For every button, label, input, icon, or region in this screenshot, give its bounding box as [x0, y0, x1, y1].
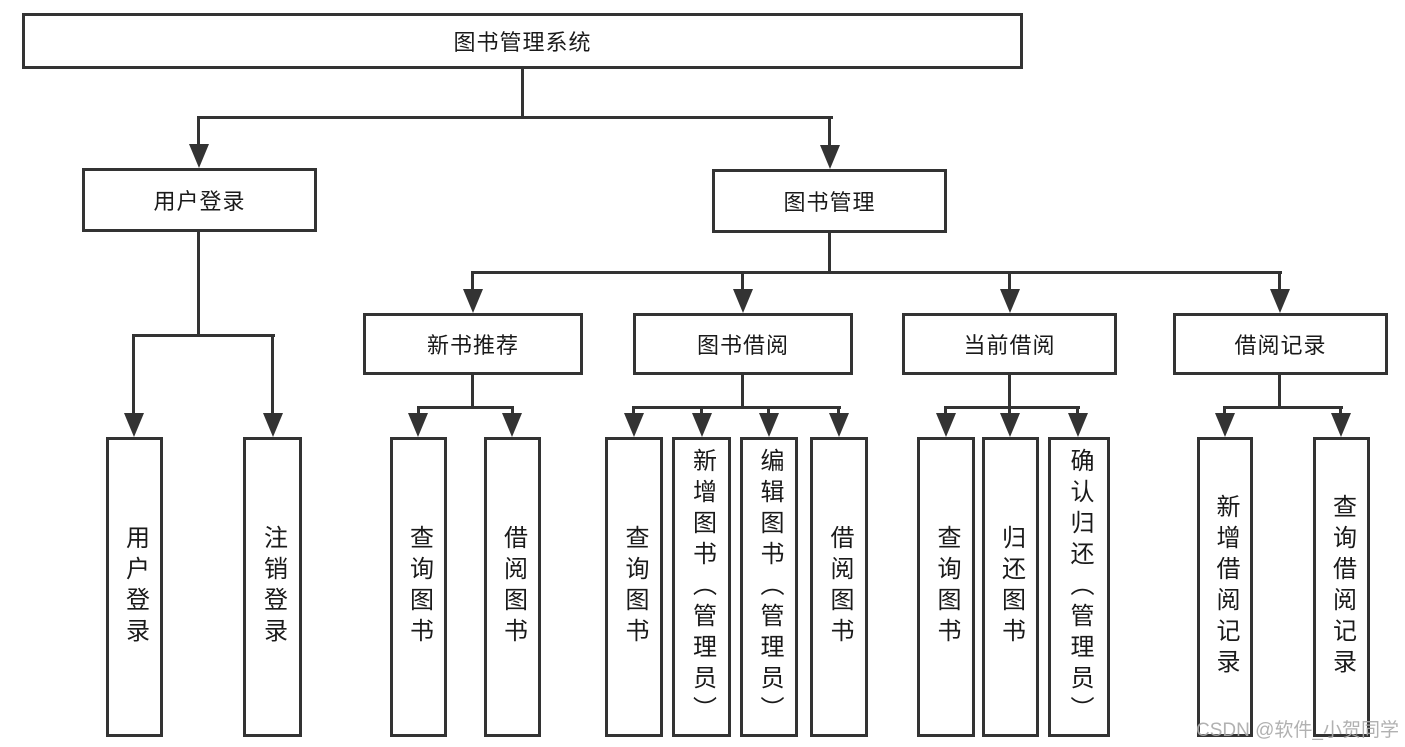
- leaf-user-login: 用户登录: [106, 437, 163, 737]
- leaf-label: 查询图书: [933, 525, 960, 649]
- node-label: 图书借阅: [696, 333, 789, 358]
- arrow-down-icon: [733, 289, 753, 313]
- connector-line: [197, 116, 833, 119]
- arrow-down-icon: [263, 413, 283, 437]
- connector-line: [417, 406, 420, 416]
- connector-line: [132, 334, 135, 415]
- arrow-down-icon: [820, 145, 840, 169]
- leaf-label: 新增图书（管理员）: [688, 447, 716, 727]
- leaf-label: 查询图书: [621, 525, 648, 649]
- node-label: 当前借阅: [963, 333, 1056, 358]
- csdn-watermark: CSDN @软件_小贺同学: [1196, 720, 1399, 741]
- connector-line: [767, 406, 770, 416]
- arrow-down-icon: [692, 413, 712, 437]
- leaf-query-books-current: 查询图书: [917, 437, 975, 737]
- arrow-down-icon: [189, 144, 209, 168]
- node-label: 新书推荐: [426, 333, 519, 358]
- arrow-down-icon: [1270, 289, 1290, 313]
- leaf-confirm-return-admin: 确认归还（管理员）: [1048, 437, 1110, 737]
- leaf-query-borrow-record: 查询借阅记录: [1313, 437, 1370, 737]
- connector-line: [632, 406, 841, 409]
- arrow-down-icon: [1000, 289, 1020, 313]
- arrow-down-icon: [1000, 413, 1020, 437]
- node-user-login: 用户登录: [82, 168, 317, 232]
- connector-line: [417, 406, 514, 409]
- node-library-management-system: 图书管理系统: [22, 13, 1023, 69]
- arrow-down-icon: [124, 413, 144, 437]
- arrow-down-icon: [1215, 413, 1235, 437]
- connector-line: [944, 406, 947, 416]
- connector-line: [700, 406, 703, 416]
- connector-line: [828, 233, 831, 274]
- leaf-add-borrow-record: 新增借阅记录: [1197, 437, 1253, 737]
- leaf-label: 用户登录: [121, 525, 149, 649]
- connector-line: [1278, 375, 1281, 409]
- connector-line: [1223, 406, 1226, 416]
- arrow-down-icon: [1068, 413, 1088, 437]
- connector-line: [471, 375, 474, 409]
- node-borrowing-records: 借阅记录: [1173, 313, 1388, 375]
- connector-line: [632, 406, 635, 416]
- leaf-query-books-recommend: 查询图书: [390, 437, 447, 737]
- leaf-query-books-borrowing: 查询图书: [605, 437, 663, 737]
- leaf-label: 借阅图书: [499, 525, 527, 649]
- connector-line: [1223, 406, 1343, 409]
- arrow-down-icon: [829, 413, 849, 437]
- connector-line: [1278, 271, 1281, 291]
- node-book-borrowing: 图书借阅: [633, 313, 853, 375]
- connector-line: [1339, 406, 1342, 416]
- arrow-down-icon: [936, 413, 956, 437]
- connector-line: [132, 334, 275, 337]
- connector-line: [471, 271, 474, 291]
- node-label: 图书管理: [783, 190, 876, 215]
- arrow-down-icon: [1331, 413, 1351, 437]
- leaf-label: 查询图书: [405, 525, 433, 649]
- leaf-label: 借阅图书: [826, 525, 853, 649]
- connector-line: [1008, 406, 1011, 416]
- leaf-logout: 注销登录: [243, 437, 302, 737]
- connector-line: [271, 334, 274, 415]
- connector-line: [197, 232, 200, 337]
- connector-line: [1008, 375, 1011, 409]
- leaf-return-books: 归还图书: [982, 437, 1039, 737]
- connector-line: [1008, 271, 1011, 291]
- leaf-label: 新增借阅记录: [1212, 494, 1239, 680]
- leaf-add-books-admin: 新增图书（管理员）: [672, 437, 731, 737]
- arrow-down-icon: [759, 413, 779, 437]
- leaf-borrow-books: 借阅图书: [810, 437, 868, 737]
- node-new-book-recommend: 新书推荐: [363, 313, 583, 375]
- leaf-label: 归还图书: [997, 525, 1025, 649]
- arrow-down-icon: [502, 413, 522, 437]
- connector-line: [471, 271, 1282, 274]
- arrow-down-icon: [624, 413, 644, 437]
- leaf-edit-books-admin: 编辑图书（管理员）: [740, 437, 798, 737]
- leaf-label: 编辑图书（管理员）: [756, 447, 783, 727]
- connector-line: [511, 406, 514, 416]
- connector-line: [828, 116, 831, 146]
- arrow-down-icon: [463, 289, 483, 313]
- connector-line: [741, 375, 744, 409]
- node-current-borrowing: 当前借阅: [902, 313, 1117, 375]
- leaf-borrow-books-recommend: 借阅图书: [484, 437, 541, 737]
- connector-line: [837, 406, 840, 416]
- leaf-label: 查询借阅记录: [1328, 494, 1356, 680]
- node-label: 用户登录: [153, 189, 246, 214]
- leaf-label: 注销登录: [259, 525, 287, 649]
- node-book-management: 图书管理: [712, 169, 947, 233]
- connector-line: [521, 69, 524, 118]
- connector-line: [1076, 406, 1079, 416]
- arrow-down-icon: [408, 413, 428, 437]
- connector-line: [741, 271, 744, 291]
- connector-line: [944, 406, 1080, 409]
- node-label: 借阅记录: [1234, 333, 1327, 358]
- leaf-label: 确认归还（管理员）: [1066, 447, 1093, 727]
- node-label: 图书管理系统: [453, 30, 592, 55]
- connector-line: [197, 116, 200, 146]
